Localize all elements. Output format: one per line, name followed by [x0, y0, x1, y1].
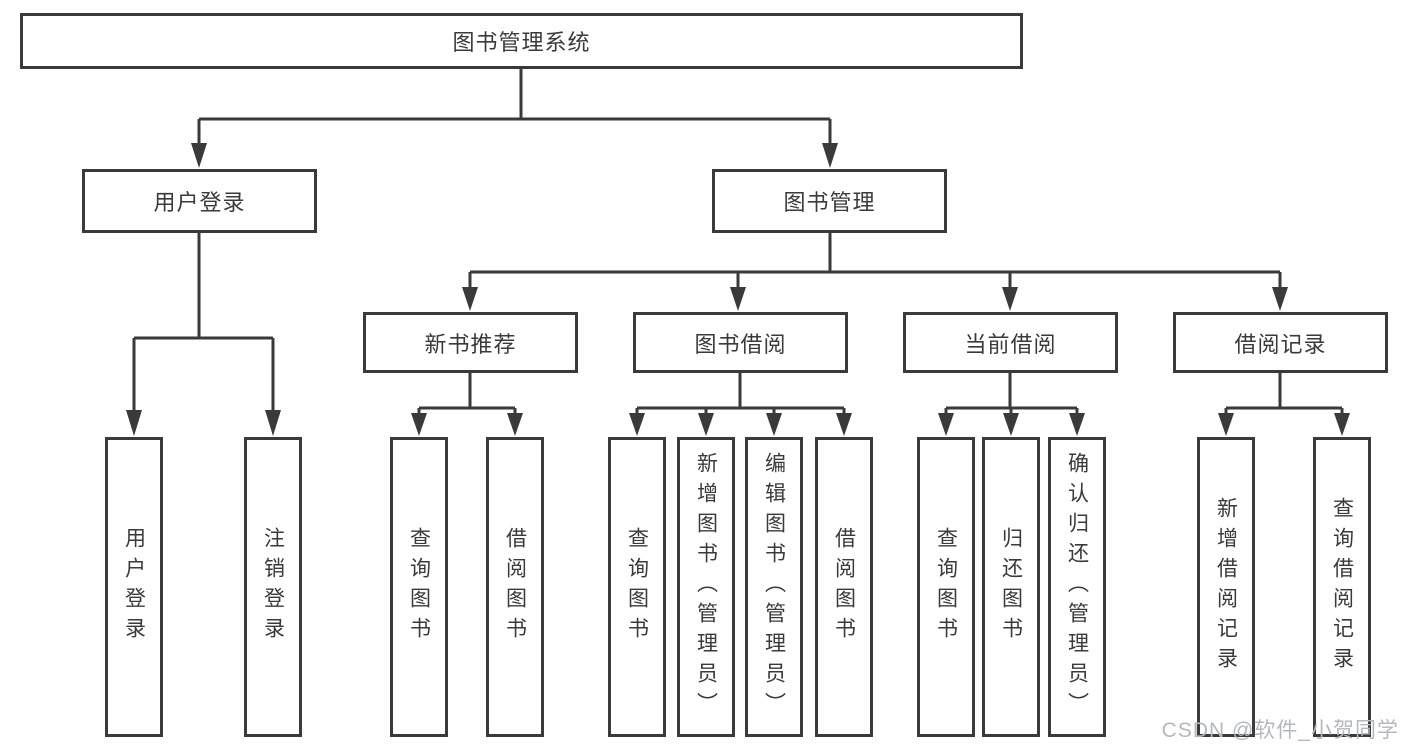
leaf-query-book-2: 查询图书: [608, 437, 666, 737]
node-book-mgmt-label: 图书管理: [783, 190, 876, 215]
arrow-down-icon: [938, 413, 954, 436]
leaf-label: 新增借阅记录: [1214, 497, 1238, 677]
connector-root-to-level2: [191, 68, 838, 168]
arrow-down-icon: [1218, 413, 1234, 436]
node-book-borrow: 图书借阅: [633, 312, 848, 373]
leaf-edit-book-admin: 编辑图书（管理员）: [745, 437, 803, 737]
leaf-label: 借阅图书: [503, 527, 527, 647]
leaf-label: 确认归还（管理员）: [1065, 452, 1089, 722]
leaf-label: 归还图书: [999, 527, 1023, 647]
node-root: 图书管理系统: [20, 13, 1023, 69]
arrow-down-icon: [836, 413, 852, 436]
leaf-label: 注销登录: [261, 527, 285, 647]
leaf-borrow-book-2: 借阅图书: [815, 437, 873, 737]
node-book-mgmt: 图书管理: [712, 169, 947, 233]
node-new-book-rec-label: 新书推荐: [424, 331, 517, 357]
leaf-logout: 注销登录: [244, 437, 302, 737]
leaf-add-borrow-record: 新增借阅记录: [1197, 437, 1255, 737]
arrow-down-icon: [766, 413, 782, 436]
leaf-return-book: 归还图书: [982, 437, 1040, 737]
connector-new-book-rec-group: [411, 373, 523, 436]
arrow-down-icon: [462, 287, 478, 311]
arrow-down-icon: [1334, 413, 1350, 436]
arrow-down-icon: [191, 143, 207, 168]
connector-current-borrow-group: [938, 373, 1085, 436]
leaf-label: 新增图书（管理员）: [694, 452, 718, 722]
leaf-label: 查询借阅记录: [1330, 497, 1354, 677]
leaf-confirm-return-admin: 确认归还（管理员）: [1048, 437, 1106, 737]
arrow-down-icon: [265, 410, 281, 436]
node-borrow-records-label: 借阅记录: [1234, 331, 1327, 357]
leaf-query-book-3: 查询图书: [917, 437, 975, 737]
arrow-down-icon: [507, 413, 523, 436]
leaf-label: 查询图书: [625, 527, 649, 647]
arrow-down-icon: [126, 410, 142, 436]
arrow-down-icon: [698, 413, 714, 436]
watermark: CSDN @软件_小贺同学: [1161, 719, 1399, 742]
leaf-label: 借阅图书: [832, 527, 856, 647]
node-current-borrow-label: 当前借阅: [964, 331, 1057, 357]
leaf-query-borrow-record: 查询借阅记录: [1313, 437, 1371, 737]
arrow-down-icon: [1002, 287, 1018, 311]
arrow-down-icon: [730, 287, 746, 311]
leaf-label: 查询图书: [934, 527, 958, 647]
node-current-borrow: 当前借阅: [903, 312, 1118, 373]
node-borrow-records: 借阅记录: [1173, 312, 1388, 373]
node-user-login-label: 用户登录: [153, 190, 246, 215]
arrow-down-icon: [822, 143, 838, 168]
leaf-user-login: 用户登录: [105, 437, 163, 737]
leaf-add-book-admin: 新增图书（管理员）: [677, 437, 735, 737]
connector-user-login-group: [126, 233, 281, 436]
node-new-book-rec: 新书推荐: [363, 312, 578, 373]
leaf-label: 编辑图书（管理员）: [762, 452, 786, 722]
leaf-query-book-1: 查询图书: [390, 437, 448, 737]
leaf-borrow-book-1: 借阅图书: [486, 437, 544, 737]
arrow-down-icon: [629, 413, 645, 436]
arrow-down-icon: [1069, 413, 1085, 436]
node-user-login: 用户登录: [82, 169, 317, 233]
connector-book-mgmt-to-level3: [462, 233, 1288, 311]
node-root-label: 图书管理系统: [452, 30, 591, 55]
arrow-down-icon: [1003, 413, 1019, 436]
leaf-label: 用户登录: [122, 527, 146, 647]
connector-book-borrow-group: [629, 373, 852, 436]
connector-borrow-records-group: [1218, 373, 1350, 436]
leaf-label: 查询图书: [407, 527, 431, 647]
node-book-borrow-label: 图书借阅: [694, 331, 787, 357]
arrow-down-icon: [1272, 287, 1288, 311]
arrow-down-icon: [411, 413, 427, 436]
